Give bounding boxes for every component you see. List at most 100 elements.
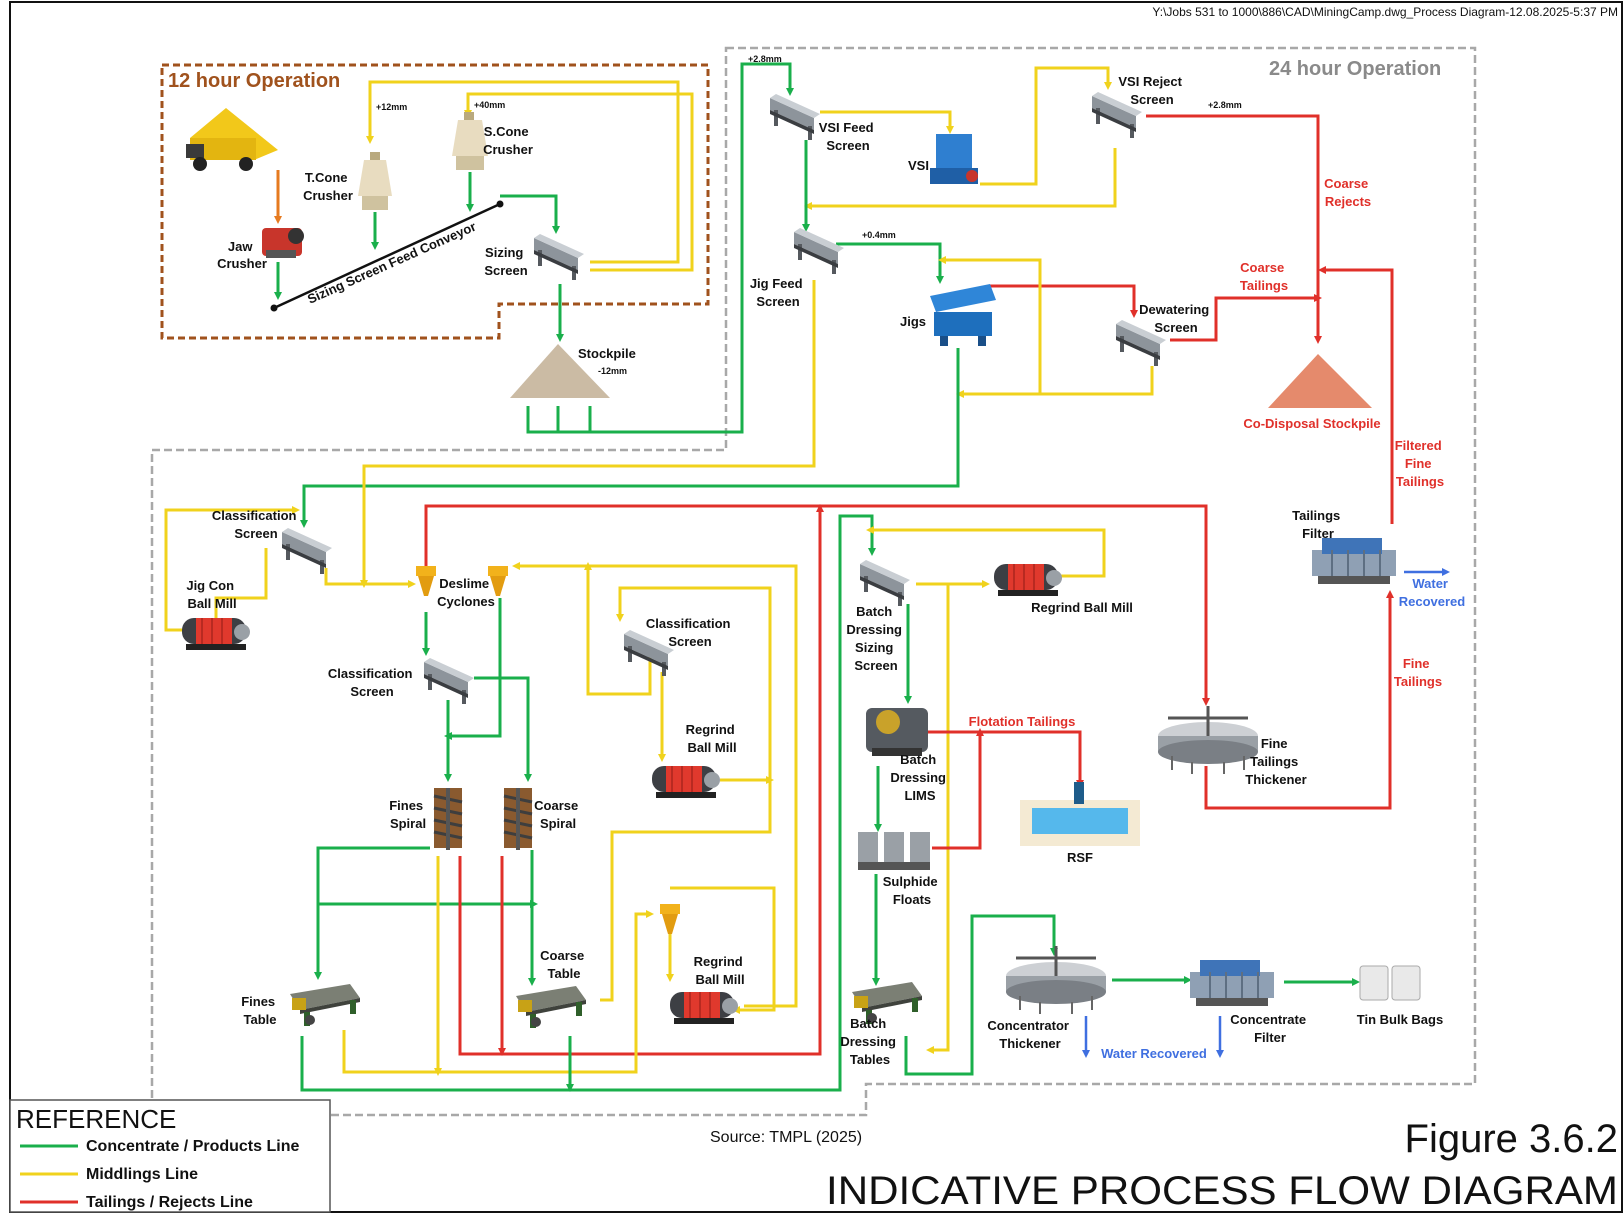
stream-plus04: +0.4mm: [862, 230, 896, 240]
flotation-tailings-label: Flotation Tailings: [969, 714, 1076, 729]
rsf-label: RSF: [1067, 850, 1093, 865]
flow-dewater-return: [956, 366, 1154, 398]
file-path-header: Y:\Jobs 531 to 1000\886\CAD\MiningCamp.d…: [1152, 5, 1618, 19]
classification-screen-1-icon: [282, 528, 332, 574]
zone-24-hour: [150, 46, 1477, 1117]
conveyor-label: Sizing Screen Feed Conveyor: [305, 219, 478, 307]
jigs-label: Jigs: [900, 314, 926, 329]
jaw-crusher-icon: [262, 228, 304, 258]
fines-spiral-icon: [432, 786, 464, 852]
flow-fines-spiral-tail: [458, 504, 824, 1056]
regrind-cyclone-icon: [660, 904, 680, 934]
fines-table-icon: [290, 984, 360, 1026]
coarse-table-icon: [516, 986, 586, 1028]
scone-crusher-label: S.Cone Crusher: [483, 124, 533, 157]
rsf-icon: [1020, 782, 1140, 846]
regrind-ball-mill-2-icon: [669, 991, 739, 1025]
zone-12-hour-label: 12 hour Operation: [168, 70, 340, 92]
flow-sizing-plus40: [464, 92, 694, 272]
flow-vsi-to-reject: [980, 66, 1112, 186]
flow-cyclone3-over: [670, 886, 776, 1014]
haul-truck-icon: [186, 108, 278, 171]
fines-spiral-label: Fines Spiral: [389, 798, 427, 831]
coarse-table-label: Coarse Table: [540, 948, 588, 981]
coarse-tailings-label: Coarse Tailings: [1240, 260, 1288, 293]
flow-vsifeed-to-vsi: [820, 110, 954, 134]
stream-plus28-a: +2.8mm: [748, 54, 782, 64]
deslime-cyclones-label: Deslime Cyclones: [437, 576, 495, 609]
co-disposal-stockpile-icon: [1268, 354, 1372, 408]
co-disposal-label: Co-Disposal Stockpile: [1243, 416, 1380, 431]
fine-tailings-thickener-label: Fine Tailings Thickener: [1245, 736, 1306, 787]
vsi-label: VSI: [908, 158, 929, 173]
flow-dewater-return-up: [938, 256, 1042, 394]
batch-lims-label: Batch Dressing LIMS: [890, 752, 949, 803]
classification-screen-2-label: Classification Screen: [328, 666, 416, 699]
conveyor-end-dot: [270, 304, 278, 312]
vsi-feed-screen-label: VSI Feed Screen: [819, 120, 878, 153]
flow-dewater-coarse-tail: [1170, 294, 1322, 342]
jaw-crusher-label: Jaw Crusher: [217, 239, 267, 271]
flow-tables-to-thickener: [904, 914, 1058, 1076]
legend-label-tailings: Tailings / Rejects Line: [86, 1194, 253, 1211]
water-recovered-1-label: Water Recovered: [1399, 576, 1466, 609]
flow-thickener-to-filter-tail: [1204, 590, 1394, 810]
batch-lims-icon: [866, 708, 928, 756]
tcone-crusher-label: T.Cone Crusher: [303, 170, 353, 203]
tin-bulk-bags-label: Tin Bulk Bags: [1357, 1012, 1443, 1027]
regrind-ball-mill-1-icon: [651, 765, 721, 799]
zone-12-hour: [160, 63, 710, 340]
flow-filtered-fine-tail: [1318, 266, 1394, 524]
flow-cyclone2-to-spiral: [444, 598, 502, 740]
flow-class1-to-cyclone: [324, 568, 416, 588]
stream-plus40: +40mm: [474, 100, 505, 110]
concentrator-thickener-icon: [1004, 944, 1108, 1016]
flow-coarse-table-mid: [600, 586, 772, 1002]
flow-stockpile-reclaim: [526, 62, 794, 434]
flow-sizing-plus12: [366, 80, 680, 264]
stockpile-label: Stockpile: [578, 346, 636, 361]
deslime-cyclone-1-icon: [416, 566, 436, 596]
tailings-filter-label: Tailings Filter: [1292, 508, 1344, 541]
flow-lims-flotation-tail: [928, 730, 1084, 788]
concentrator-thickener-label: Concentrator Thickener: [987, 1018, 1072, 1051]
stockpile-size-label: -12mm: [598, 366, 627, 376]
legend-label-concentrate: Concentrate / Products Line: [86, 1138, 299, 1155]
tailings-filter-icon: [1311, 537, 1397, 585]
flow-jigfeed-to-jigs: [836, 242, 944, 284]
sulphide-floats-label: Sulphide Floats: [883, 874, 942, 907]
legend-label-middlings: Middlings Line: [86, 1166, 198, 1183]
flow-class3-return: [584, 562, 652, 696]
jig-feed-screen-icon: [794, 228, 844, 274]
flow-fines-table-mid: [342, 910, 654, 1074]
flow-regrind3-return: [866, 526, 1106, 578]
conveyor-head-dot: [496, 200, 504, 208]
concentrate-filter-label: Concentrate Filter: [1230, 1012, 1309, 1045]
coarse-spiral-label: Coarse Spiral: [534, 798, 582, 831]
zone-24-hour-label: 24 hour Operation: [1269, 58, 1441, 80]
concentrate-filter-icon: [1189, 959, 1275, 1007]
flow-jigs-concentrate: [300, 348, 960, 528]
coarse-spiral-icon: [502, 786, 534, 852]
dewatering-screen-label: Dewatering Screen: [1139, 302, 1213, 335]
fine-tailings-thickener-icon: [1156, 704, 1260, 776]
jig-feed-screen-label: Jig Feed Screen: [750, 276, 806, 309]
batch-dressing-sizing-screen-icon: [860, 560, 910, 606]
vsi-feed-screen-icon: [770, 94, 820, 140]
fines-table-label: Fines Table: [241, 994, 279, 1027]
tcone-crusher-icon: [358, 152, 392, 210]
flow-fines-spiral-con: [314, 846, 430, 980]
flow-tailings-main: [424, 504, 1210, 706]
jig-con-ball-mill-icon: [181, 617, 251, 651]
sizing-screen-icon: [534, 234, 584, 280]
batch-sizing-screen-label: Batch Dressing Sizing Screen: [846, 604, 905, 673]
flow-reject-recycle: [804, 148, 1117, 210]
flow-class2-to-coarse-spiral: [474, 676, 532, 782]
figure-title: INDICATIVE PROCESS FLOW DIAGRAM: [826, 1169, 1618, 1213]
regrind-ball-mill-3-label: Regrind Ball Mill: [1031, 600, 1133, 615]
stream-plus28-b: +2.8mm: [1208, 100, 1242, 110]
stream-plus12: +12mm: [376, 102, 407, 112]
tin-bulk-bags-icon: [1359, 965, 1421, 1001]
filtered-fine-tailings-label: Filtered Fine Tailings: [1395, 438, 1446, 489]
